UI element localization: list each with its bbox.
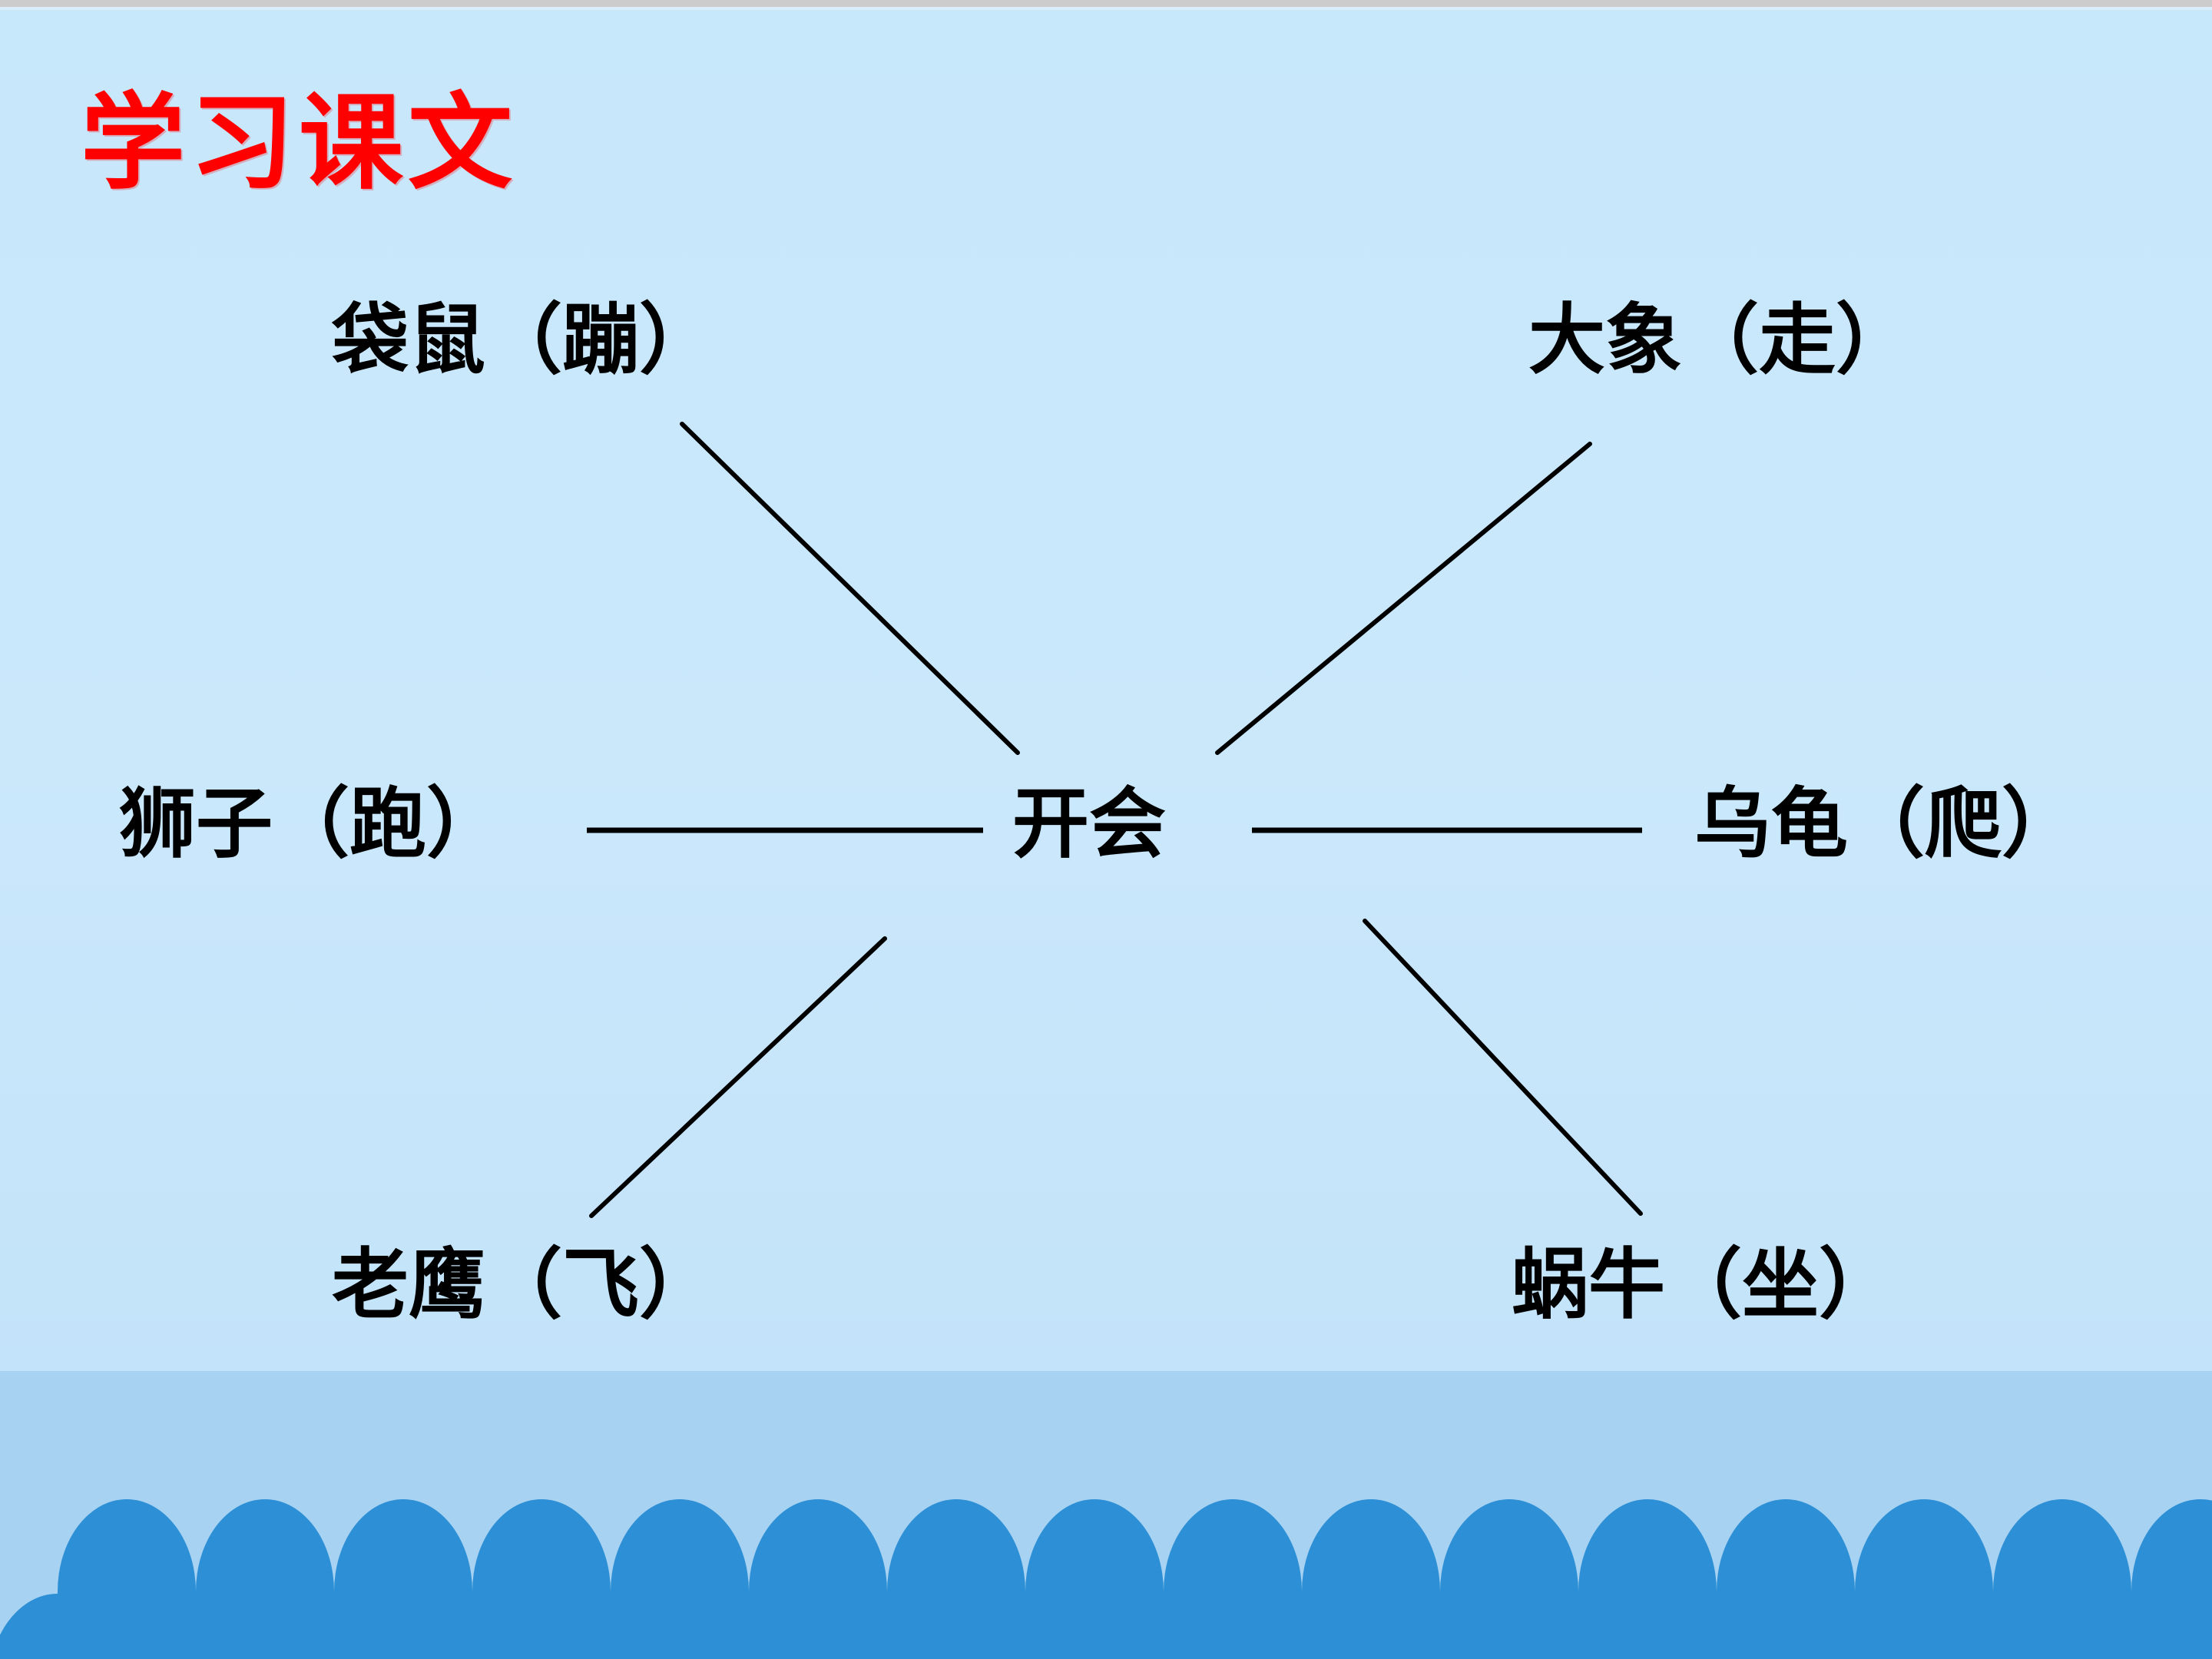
footer-arch [127, 1594, 265, 1659]
footer-arch [680, 1594, 818, 1659]
mindmap-node-turtle: 乌龟（爬） [1694, 778, 2078, 869]
footer-arch-row-front [0, 1594, 2212, 1659]
footer-decoration [0, 1371, 2212, 1659]
footer-arch [2062, 1594, 2200, 1659]
footer-arch [1094, 1594, 1233, 1659]
mindmap-node-lion: 狮子（跑） [119, 778, 503, 869]
mindmap-node-center: 开会 [1012, 778, 1166, 869]
footer-arch [0, 1594, 127, 1659]
footer-arch [541, 1594, 680, 1659]
slide-background [0, 10, 2212, 1371]
footer-arch-row-back [0, 1499, 2212, 1659]
footer-arch [956, 1594, 1094, 1659]
footer-arch [1647, 1594, 1786, 1659]
footer-arch [1371, 1594, 1509, 1659]
mindmap-node-eagle: 老鹰（飞） [332, 1239, 716, 1330]
top-hairline [0, 7, 2212, 10]
footer-arch [818, 1594, 956, 1659]
footer-arch [265, 1594, 403, 1659]
mindmap-node-snail: 蜗牛（坐） [1512, 1239, 1896, 1330]
footer-arch [1924, 1594, 2062, 1659]
footer-arch [403, 1594, 541, 1659]
mindmap-node-elephant: 大象（走） [1528, 294, 1912, 385]
mindmap-node-kangaroo: 袋鼠（蹦） [332, 294, 716, 385]
footer-arch [1233, 1594, 1371, 1659]
footer-arch [1786, 1594, 1924, 1659]
footer-arch [1509, 1594, 1647, 1659]
top-gray-bar [0, 0, 2212, 7]
page-title: 学习课文 [81, 81, 517, 204]
